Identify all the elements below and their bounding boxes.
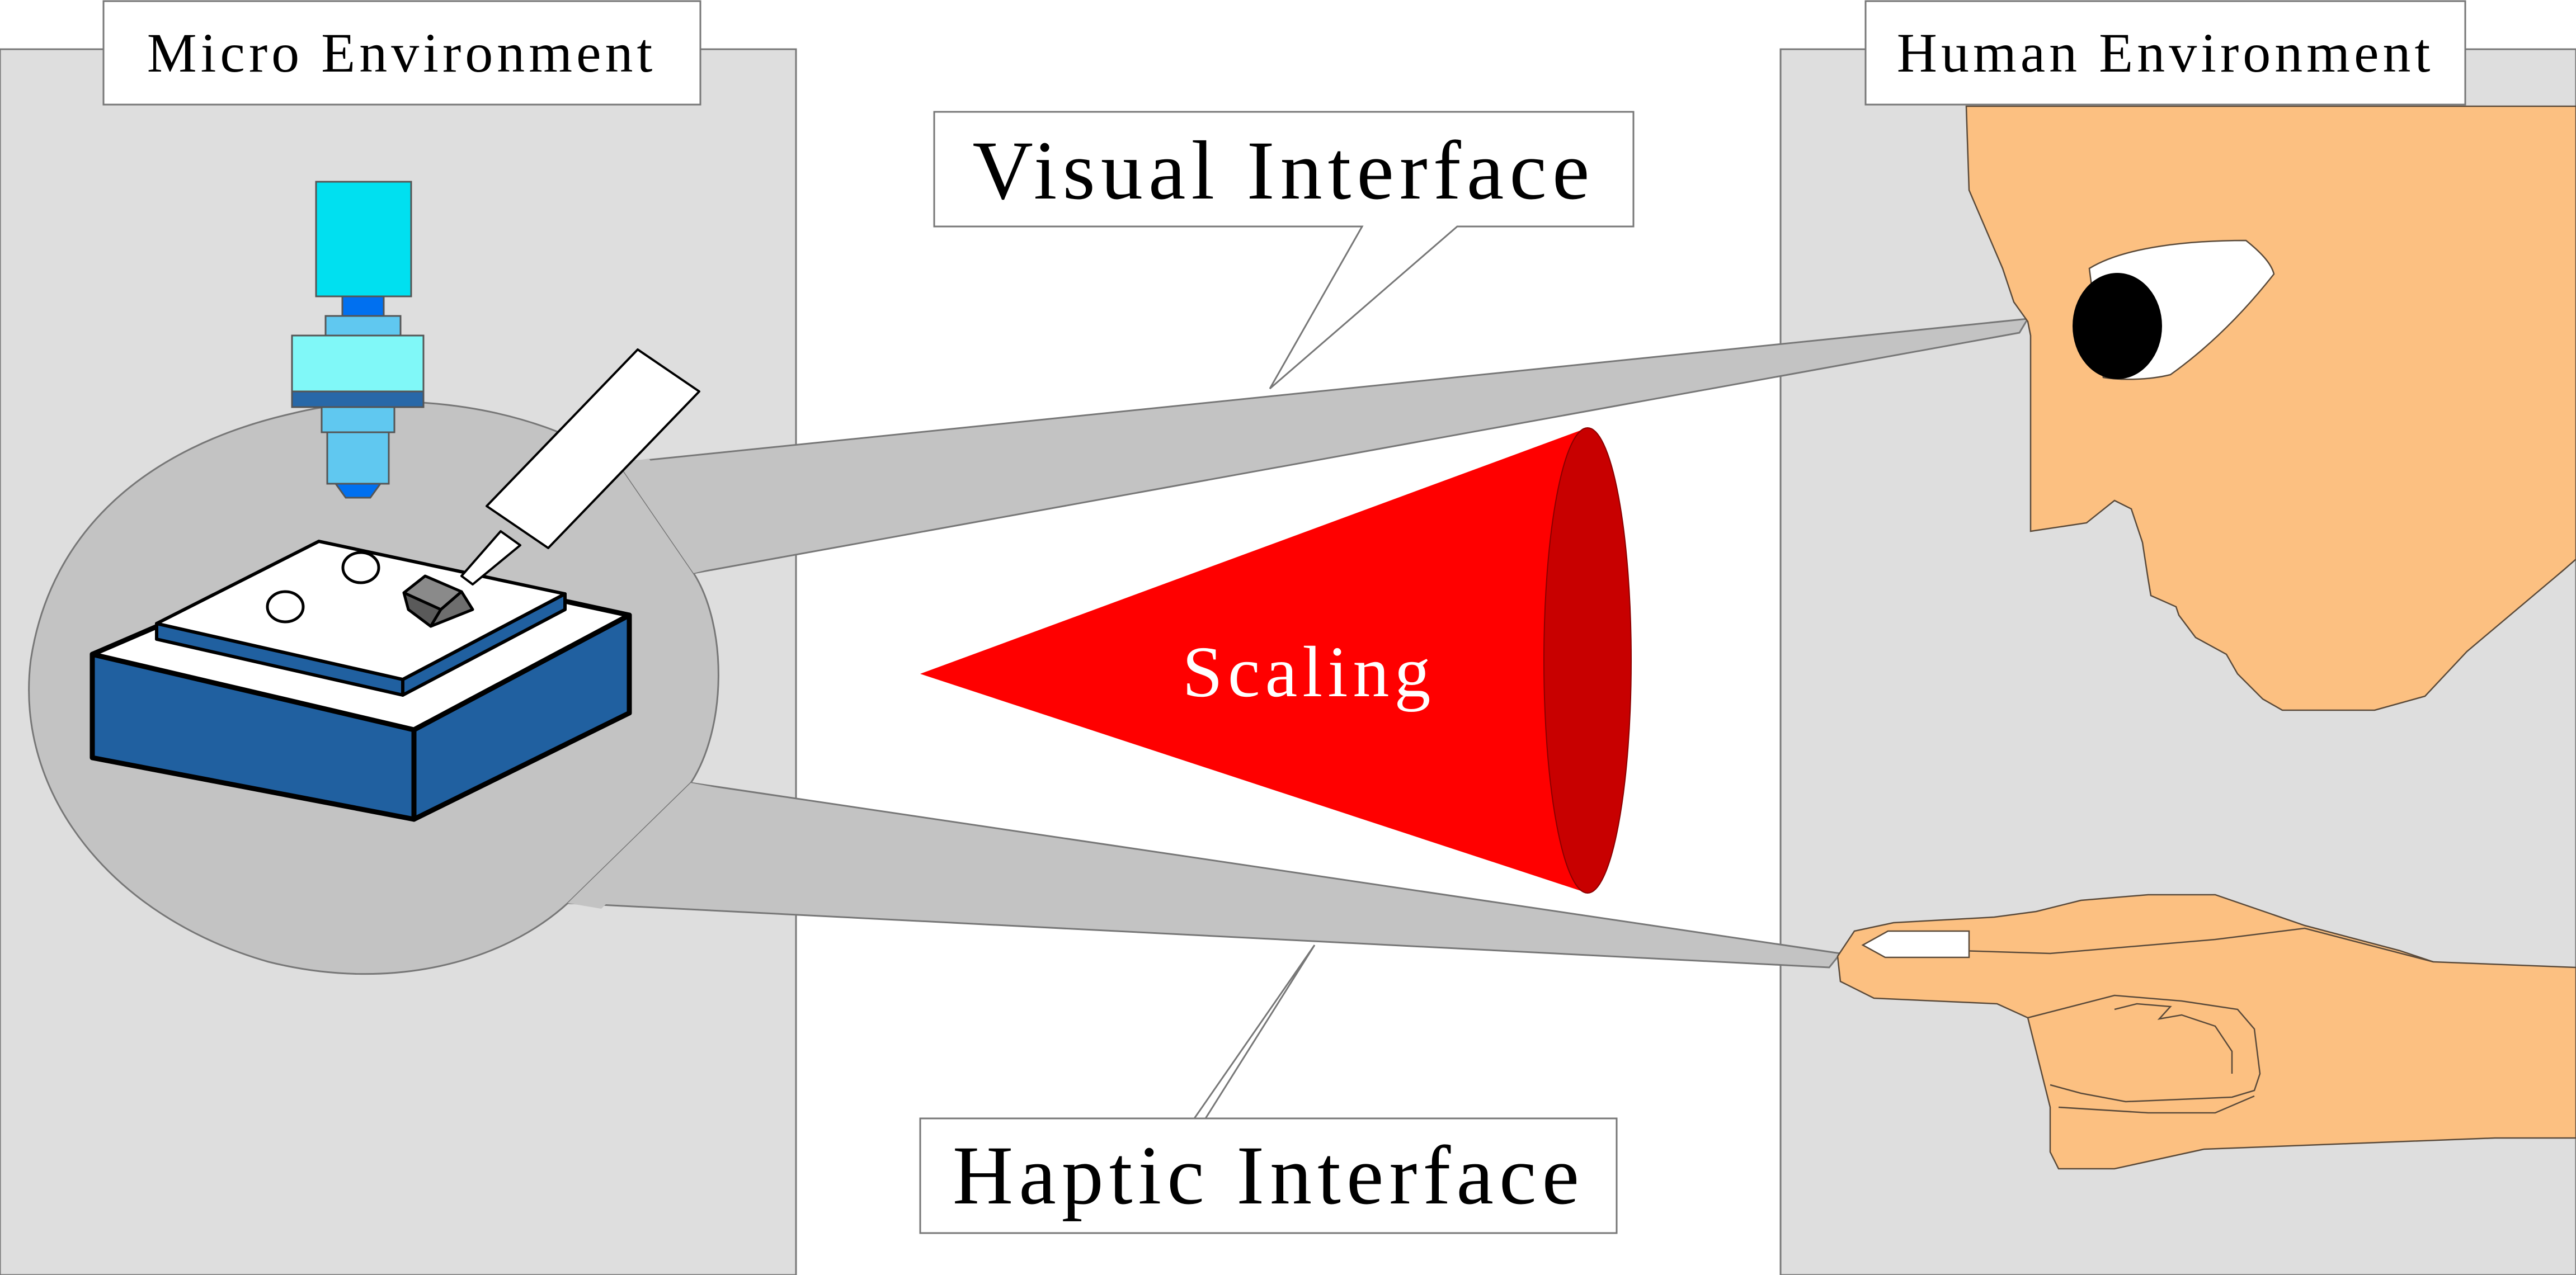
- finger-crease: [1871, 927, 2434, 963]
- eye-pupil: [2073, 273, 2162, 379]
- hand-palm-and-index: [1836, 894, 2576, 1170]
- thumb-crease: [2114, 1003, 2233, 1074]
- micro-sphere-2: [341, 551, 380, 584]
- haptic-interface-label: Haptic Interface: [953, 1129, 1585, 1222]
- scaling-cone: Scaling: [920, 427, 1632, 894]
- human-head: [1965, 105, 2576, 711]
- micro-environment-label: Micro Environment: [147, 22, 657, 84]
- cone-body: [920, 428, 1588, 893]
- human-environment-label-box: Human Environment: [1864, 0, 2466, 106]
- thumb-outline: [2027, 994, 2261, 1103]
- microscope-camera: [291, 181, 425, 499]
- finger-lower-crease: [2058, 1095, 2255, 1114]
- micro-gripper: [460, 348, 700, 585]
- cone-base: [1543, 427, 1632, 894]
- human-environment-label: Human Environment: [1897, 22, 2434, 84]
- micro-environment-label-box: Micro Environment: [102, 0, 701, 106]
- camera-body: [315, 181, 412, 298]
- micro-cube: [402, 574, 474, 628]
- fingernail: [1861, 930, 1970, 958]
- visual-interface-callout: Visual Interface: [933, 111, 1635, 390]
- haptic-interface-callout: Haptic Interface: [919, 945, 1618, 1234]
- scaling-label: Scaling: [1183, 632, 1436, 712]
- visual-interface-label: Visual Interface: [973, 124, 1595, 217]
- micro-sphere-1: [266, 590, 305, 624]
- human-hand: [1836, 894, 2576, 1170]
